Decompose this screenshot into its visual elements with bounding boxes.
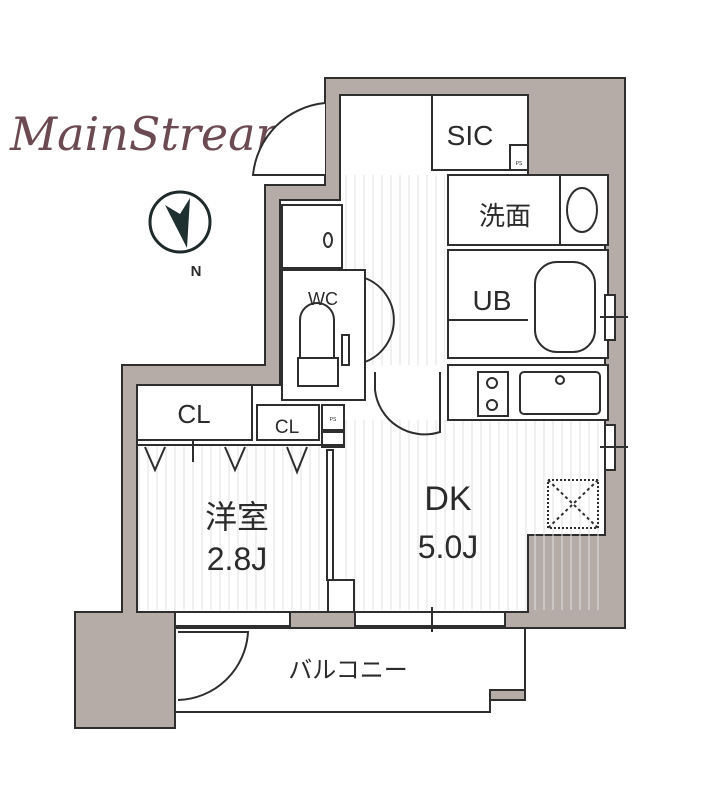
ps-label-2: PS (330, 417, 337, 423)
western-room-size: 2.8J (207, 541, 267, 577)
sic-label: SIC (447, 120, 494, 151)
western-room-name: 洋室 (205, 499, 269, 535)
compass-label: N (191, 263, 202, 280)
north-arrow-icon: N (148, 190, 212, 280)
ps-label: PS (516, 161, 523, 167)
wc-label: WC (308, 289, 338, 309)
dk-size: 5.0J (418, 529, 478, 565)
bath-label: UB (473, 285, 512, 316)
closet-small (256, 404, 320, 441)
sic-room (431, 94, 529, 171)
closet-small-label: CL (275, 417, 299, 438)
logo: MainStream (9, 107, 299, 161)
dk-name: DK (424, 480, 472, 518)
closet-large-label: CL (177, 399, 210, 429)
entrance-door[interactable] (251, 102, 326, 176)
closet-large (136, 384, 253, 441)
washroom-label: 洗面 (479, 201, 531, 231)
balcony-label: バルコニー (288, 657, 408, 684)
